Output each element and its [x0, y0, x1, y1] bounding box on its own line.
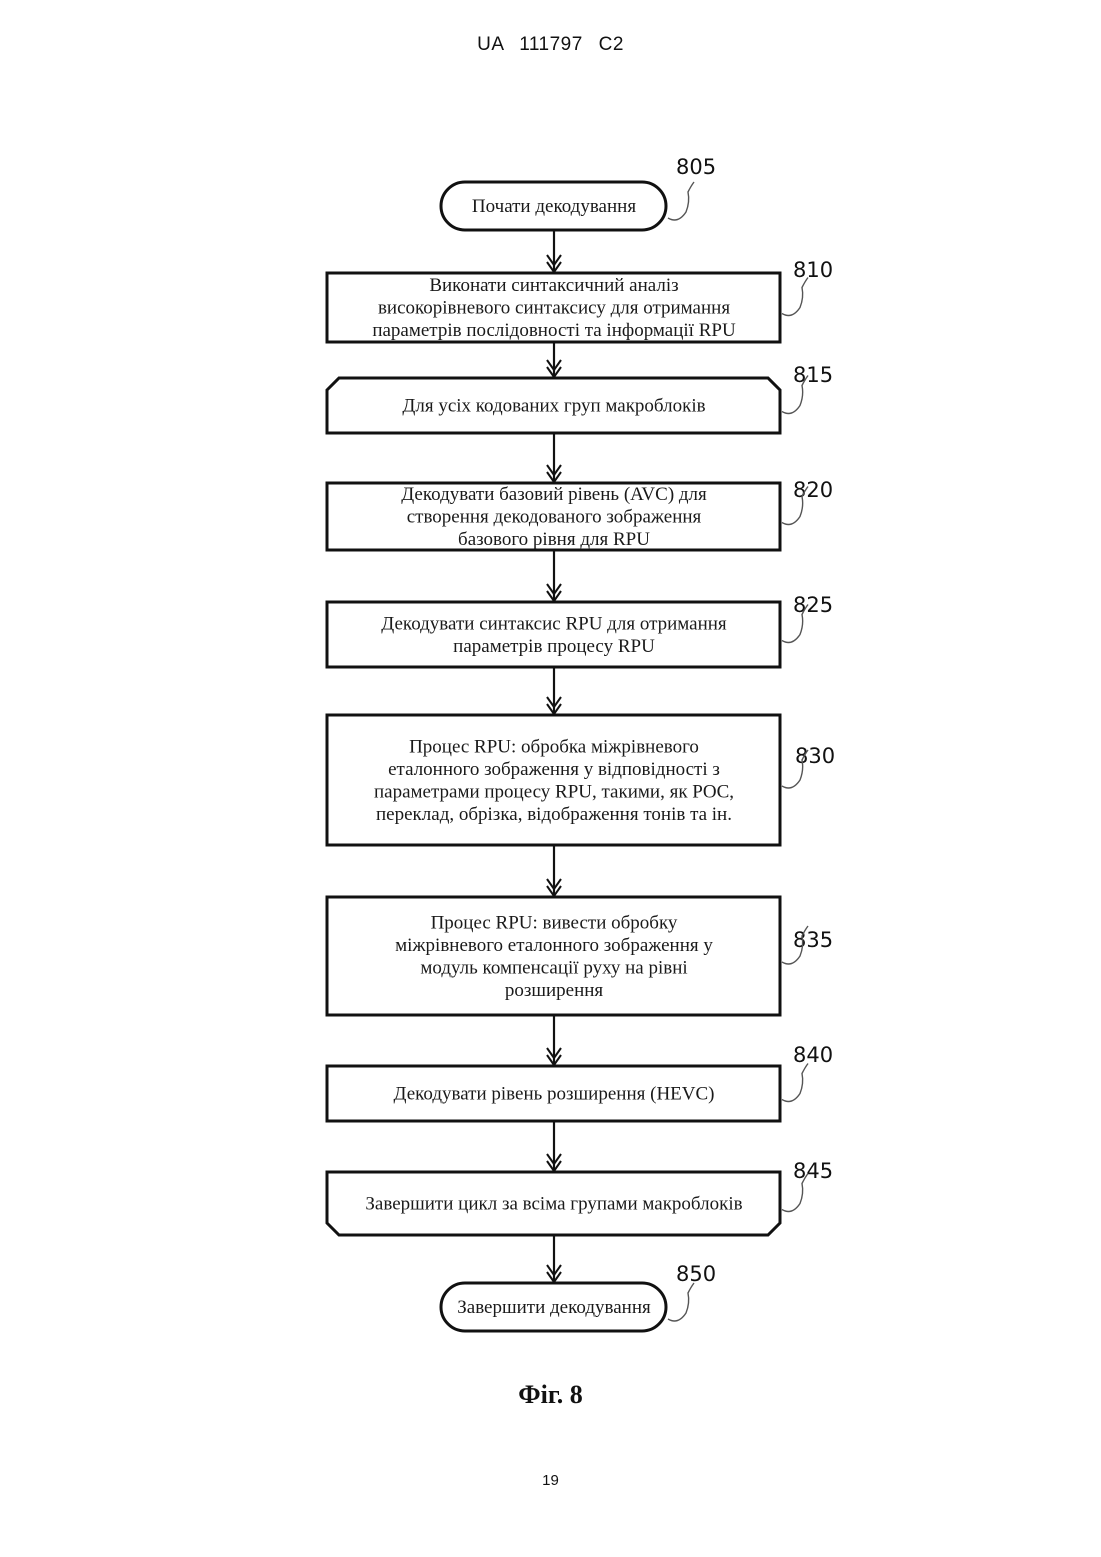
leader-line [668, 182, 694, 220]
flow-step-text: Декодувати базовий рівень (AVC) для [401, 484, 707, 505]
reference-number: 825 [793, 593, 833, 617]
connector-arrow [547, 845, 561, 896]
leader-line [782, 1064, 808, 1102]
flow-step-840: Декодувати рівень розширення (HEVC) 840 [327, 1043, 833, 1121]
flow-step-810: Виконати синтаксичний аналізвисокорівнев… [327, 258, 833, 342]
flow-step-text: параметрів процесу RPU [453, 636, 655, 657]
reference-number: 830 [795, 744, 835, 768]
page-number: 19 [0, 1472, 1101, 1489]
leader-line [668, 1283, 694, 1321]
connector-arrow [547, 1235, 561, 1282]
flow-step-text: Процес RPU: вивести обробку [431, 912, 678, 933]
flow-step-845: Завершити цикл за всіма групами макробло… [327, 1159, 833, 1235]
reference-number: 850 [676, 1262, 716, 1286]
flow-step-text: параметрами процесу RPU, такими, як POC, [374, 781, 734, 802]
leader-line [782, 278, 808, 316]
flow-step-text: Почати декодування [472, 196, 636, 217]
flow-step-830: Процес RPU: обробка міжрівневогоеталонно… [327, 715, 835, 845]
flow-step-850: Завершити декодування 850 [441, 1262, 716, 1331]
flow-box-830 [327, 715, 780, 845]
connector-arrow [547, 230, 561, 272]
flow-step-text: створення декодованого зображення [407, 507, 702, 528]
connector-arrow [547, 550, 561, 601]
flow-step-text: Декодувати рівень розширення (HEVC) [394, 1084, 715, 1105]
flow-step-text: Для усіх кодованих груп макроблоків [402, 396, 705, 417]
flow-step-text: високорівневого синтаксису для отримання [378, 298, 730, 319]
connector-arrow [547, 342, 561, 377]
flow-step-text: Виконати синтаксичний аналіз [429, 275, 678, 296]
flow-step-text: модуль компенсації руху на рівні [420, 957, 687, 978]
flow-step-text: еталонного зображення у відповідності з [388, 759, 720, 780]
connector-arrow [547, 433, 561, 482]
reference-number: 835 [793, 928, 833, 952]
flow-step-text: переклад, обрізка, відображення тонів та… [376, 804, 732, 825]
reference-number: 805 [676, 155, 716, 179]
flow-step-text: параметрів послідовності та інформації R… [372, 320, 736, 341]
connector-arrow [547, 1121, 561, 1171]
flow-step-text: розширення [505, 980, 604, 1001]
flow-box-825 [327, 602, 780, 667]
connector-arrow [547, 1015, 561, 1065]
figure-caption: Фіг. 8 [0, 1380, 1101, 1410]
flow-step-text: Декодувати синтаксис RPU для отримання [381, 613, 727, 634]
reference-number: 840 [793, 1043, 833, 1067]
connector-arrow [547, 667, 561, 714]
flow-step-820: Декодувати базовий рівень (AVC) дляствор… [327, 478, 833, 550]
reference-number: 815 [793, 363, 833, 387]
flow-step-text: базового рівня для RPU [458, 529, 650, 550]
flow-step-815: Для усіх кодованих груп макроблоків 815 [327, 363, 833, 433]
flow-step-825: Декодувати синтаксис RPU для отриманняпа… [327, 593, 833, 667]
reference-number: 810 [793, 258, 833, 282]
flow-step-text: Завершити цикл за всіма групами макробло… [365, 1194, 742, 1215]
reference-number: 820 [793, 478, 833, 502]
flow-step-805: Почати декодування 805 [441, 155, 716, 230]
flow-step-text: Процес RPU: обробка міжрівневого [409, 736, 699, 757]
flow-step-text: міжрівневого еталонного зображення у [395, 935, 713, 956]
flow-step-835: Процес RPU: вивести обробкуміжрівневого … [327, 897, 833, 1015]
flow-step-text: Завершити декодування [457, 1297, 651, 1318]
reference-number: 845 [793, 1159, 833, 1183]
